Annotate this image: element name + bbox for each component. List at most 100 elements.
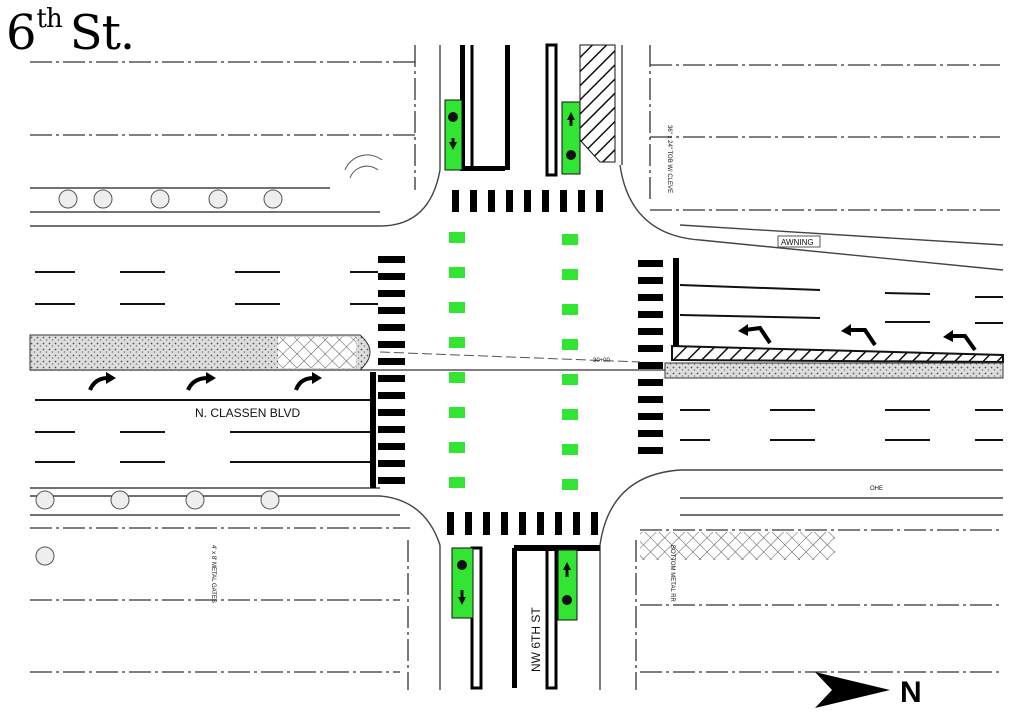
crosswalk-bar [638, 396, 663, 403]
crosswalk-bar [638, 447, 663, 454]
north-arrow-icon [815, 672, 890, 708]
crosswalk-bar [524, 190, 531, 212]
crosswalk-bar [638, 430, 663, 437]
crosswalk-bar [596, 190, 603, 212]
bike-boxes [444, 99, 581, 621]
crosswalk-bar [447, 512, 454, 535]
crosswalk-bar [519, 512, 526, 535]
crosswalk-bar [578, 190, 585, 212]
arrow-down-icon [449, 142, 457, 150]
title-number: 6 [6, 5, 37, 61]
awning-label: AWNING [781, 238, 814, 247]
note-bottom-left: 4' x 8' METAL GATES [210, 545, 216, 603]
crosswalk-bar [378, 341, 405, 348]
bike-lane-dash [562, 339, 578, 350]
bike-lane-dash [562, 304, 578, 315]
crosswalk-bar [638, 294, 663, 301]
bicycle-icon [562, 595, 572, 605]
station-label: 30+00 [593, 358, 611, 364]
crosswalks [378, 190, 663, 535]
title-suffix: th [36, 4, 63, 34]
crosswalk-bar [638, 328, 663, 335]
bike-lane-dash [562, 374, 578, 385]
bike-lane-dash [449, 407, 465, 418]
crosswalk-bar [542, 190, 549, 212]
crosswalk-bar [638, 362, 663, 369]
trees [35, 154, 383, 566]
arrow-up-icon [567, 112, 575, 120]
crosswalk-bar [638, 311, 663, 318]
bike-lane-dash [449, 302, 465, 313]
bike-lane-dash [562, 409, 578, 420]
utility-label: OHE [870, 486, 883, 492]
arrowheads [106, 324, 953, 384]
crosswalk-bar [378, 256, 405, 263]
bike-lane-dash [449, 232, 465, 243]
crosswalk-bar [378, 324, 405, 331]
curb-lines [30, 45, 1004, 690]
bike-lane-dash [449, 372, 465, 383]
crosswalk-bar [378, 307, 405, 314]
crosswalk-bar [501, 512, 508, 535]
crosswalk-bar [378, 426, 405, 433]
median-nose-paving [278, 337, 356, 368]
crosswalk-bar [555, 512, 562, 535]
bike-lane-dash [562, 234, 578, 245]
paving-area [640, 532, 835, 560]
note-bottom-right: BOTTOM METAL RR [669, 545, 675, 603]
crosswalk-bar [378, 375, 405, 382]
hatched-area [579, 44, 616, 163]
north-label: N [900, 676, 922, 709]
crosswalk-bar [378, 460, 405, 467]
bike-box-sw [451, 547, 474, 619]
boulevard-label: N. CLASSEN BLVD [195, 406, 300, 420]
bicycle-icon [566, 150, 576, 160]
crosswalk-bar [638, 277, 663, 284]
title-rest: St. [69, 5, 135, 61]
bicycle-icon [457, 560, 467, 570]
arrow-down-icon [458, 597, 466, 605]
bike-lane-dash [562, 444, 578, 455]
crosswalk-bar [378, 409, 405, 416]
crosswalk-bar [638, 379, 663, 386]
crosswalk-bar [378, 477, 405, 484]
bike-lane-dash [449, 267, 465, 278]
crosswalk-bar [573, 512, 580, 535]
arrow-up-icon [563, 562, 571, 570]
turn-arrows [88, 325, 977, 391]
crosswalk-bar [560, 190, 567, 212]
crosswalk-bar [638, 413, 663, 420]
east-median-hatch [671, 344, 1004, 364]
crosswalk-bar [488, 190, 495, 212]
crosswalk-bar [465, 512, 472, 535]
crosswalk-bar [378, 273, 405, 280]
crosswalk-bar [378, 443, 405, 450]
crosswalk-bar [378, 358, 405, 365]
bike-lane-dash [449, 477, 465, 488]
bike-lane-markings [449, 232, 578, 490]
crosswalk-bar [378, 290, 405, 297]
bike-lane-dash [449, 337, 465, 348]
cross-street-label: NW 6TH ST [529, 607, 543, 672]
crosswalk-bar [638, 260, 663, 267]
bicycle-icon [448, 112, 458, 122]
bike-lane-dash [562, 269, 578, 280]
bike-lane-dash [562, 479, 578, 490]
crosswalk-bar [591, 512, 598, 535]
bike-box-nw [444, 99, 463, 171]
crosswalk-bar [537, 512, 544, 535]
bike-lane-dash [449, 442, 465, 453]
crosswalk-bar [452, 190, 459, 212]
crosswalk-bar [638, 345, 663, 352]
east-median [664, 362, 1004, 379]
property-lines [30, 45, 1000, 690]
stop-bars [370, 45, 679, 688]
crosswalk-bar [506, 190, 513, 212]
crosswalk-bar [483, 512, 490, 535]
bike-box-se [557, 549, 578, 621]
crosswalk-bar [378, 392, 405, 399]
centerline [379, 351, 641, 363]
note-top: 36" x 24" TOB W/ CLEVE [666, 125, 672, 193]
